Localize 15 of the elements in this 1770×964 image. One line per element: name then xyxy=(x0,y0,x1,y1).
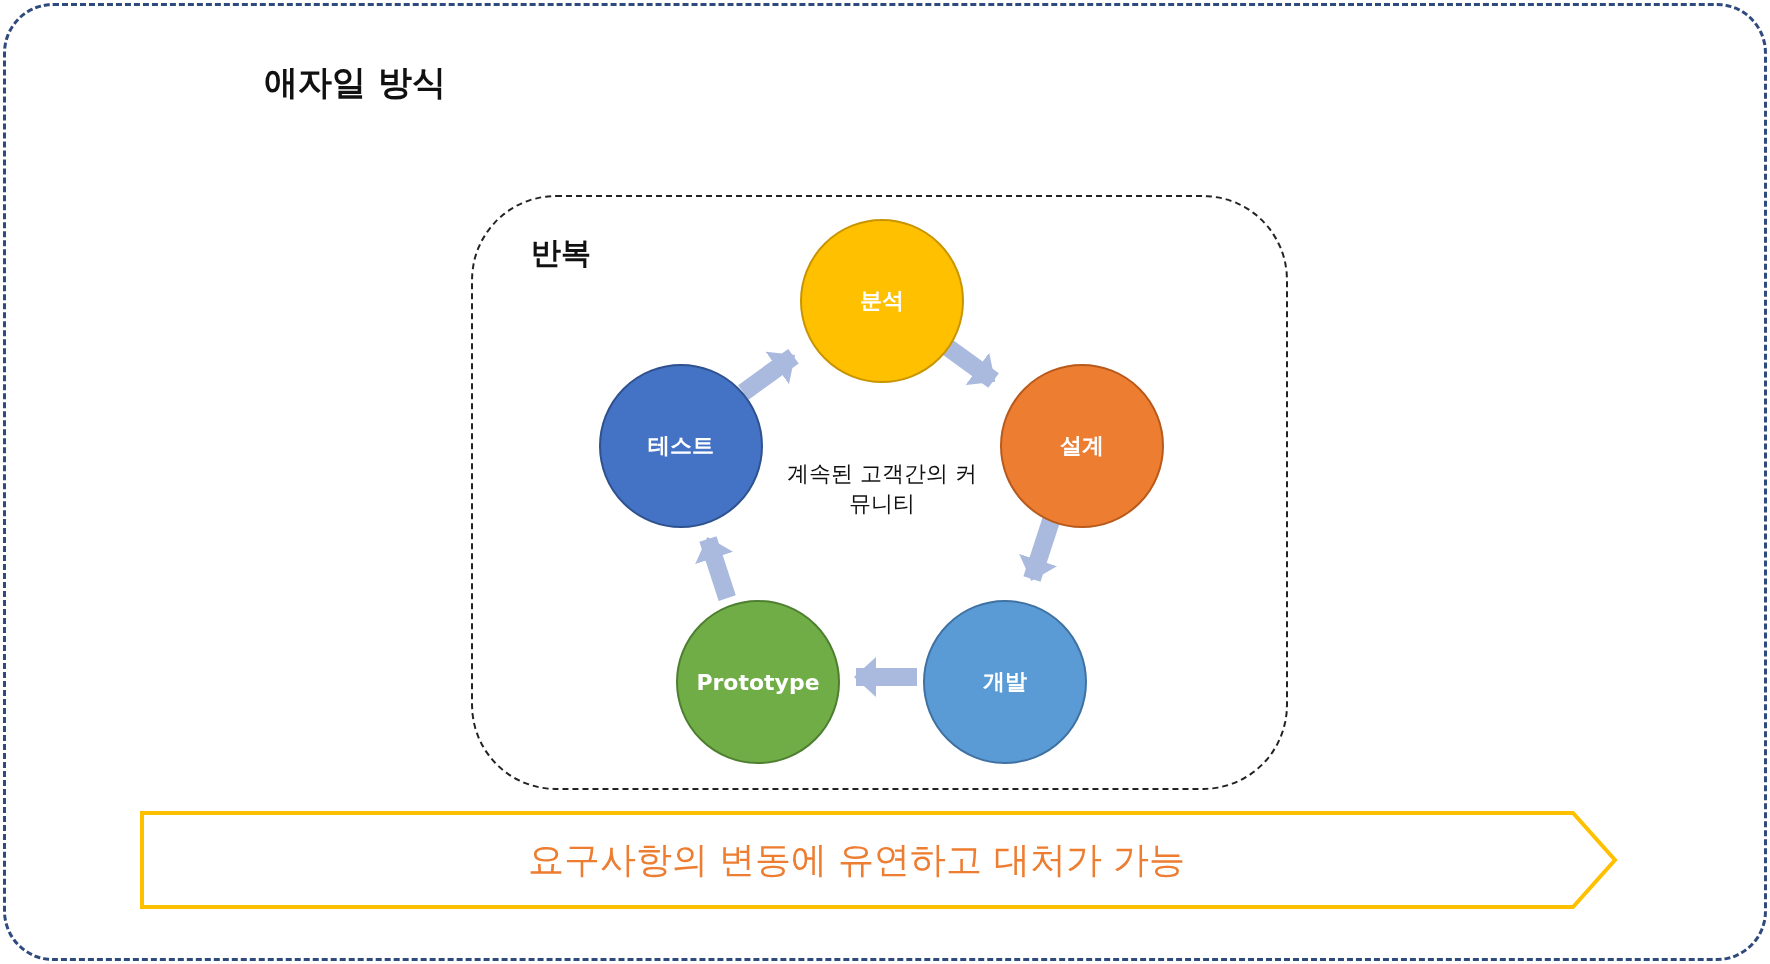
step-circle: 테스트 xyxy=(599,364,763,528)
arrow xyxy=(738,348,799,400)
center-caption: 계속된 고객간의 커뮤니티 xyxy=(786,460,978,518)
group-frame xyxy=(471,195,1288,790)
step-circle: 분석 xyxy=(800,219,964,383)
step-circle: 개발 xyxy=(923,600,1087,764)
step-circle: 설계 xyxy=(1000,364,1164,528)
outer-frame xyxy=(3,3,1767,961)
arrow xyxy=(854,657,917,697)
step-circle: Prototype xyxy=(676,600,840,764)
arrow xyxy=(1019,517,1060,582)
arrow-banner: 요구사항의 변동에 유연하고 대처가 가능 xyxy=(140,811,1618,909)
heading: 애자일 방식 xyxy=(264,61,446,104)
group-title: 반복 xyxy=(531,234,591,272)
arrow xyxy=(695,536,736,601)
